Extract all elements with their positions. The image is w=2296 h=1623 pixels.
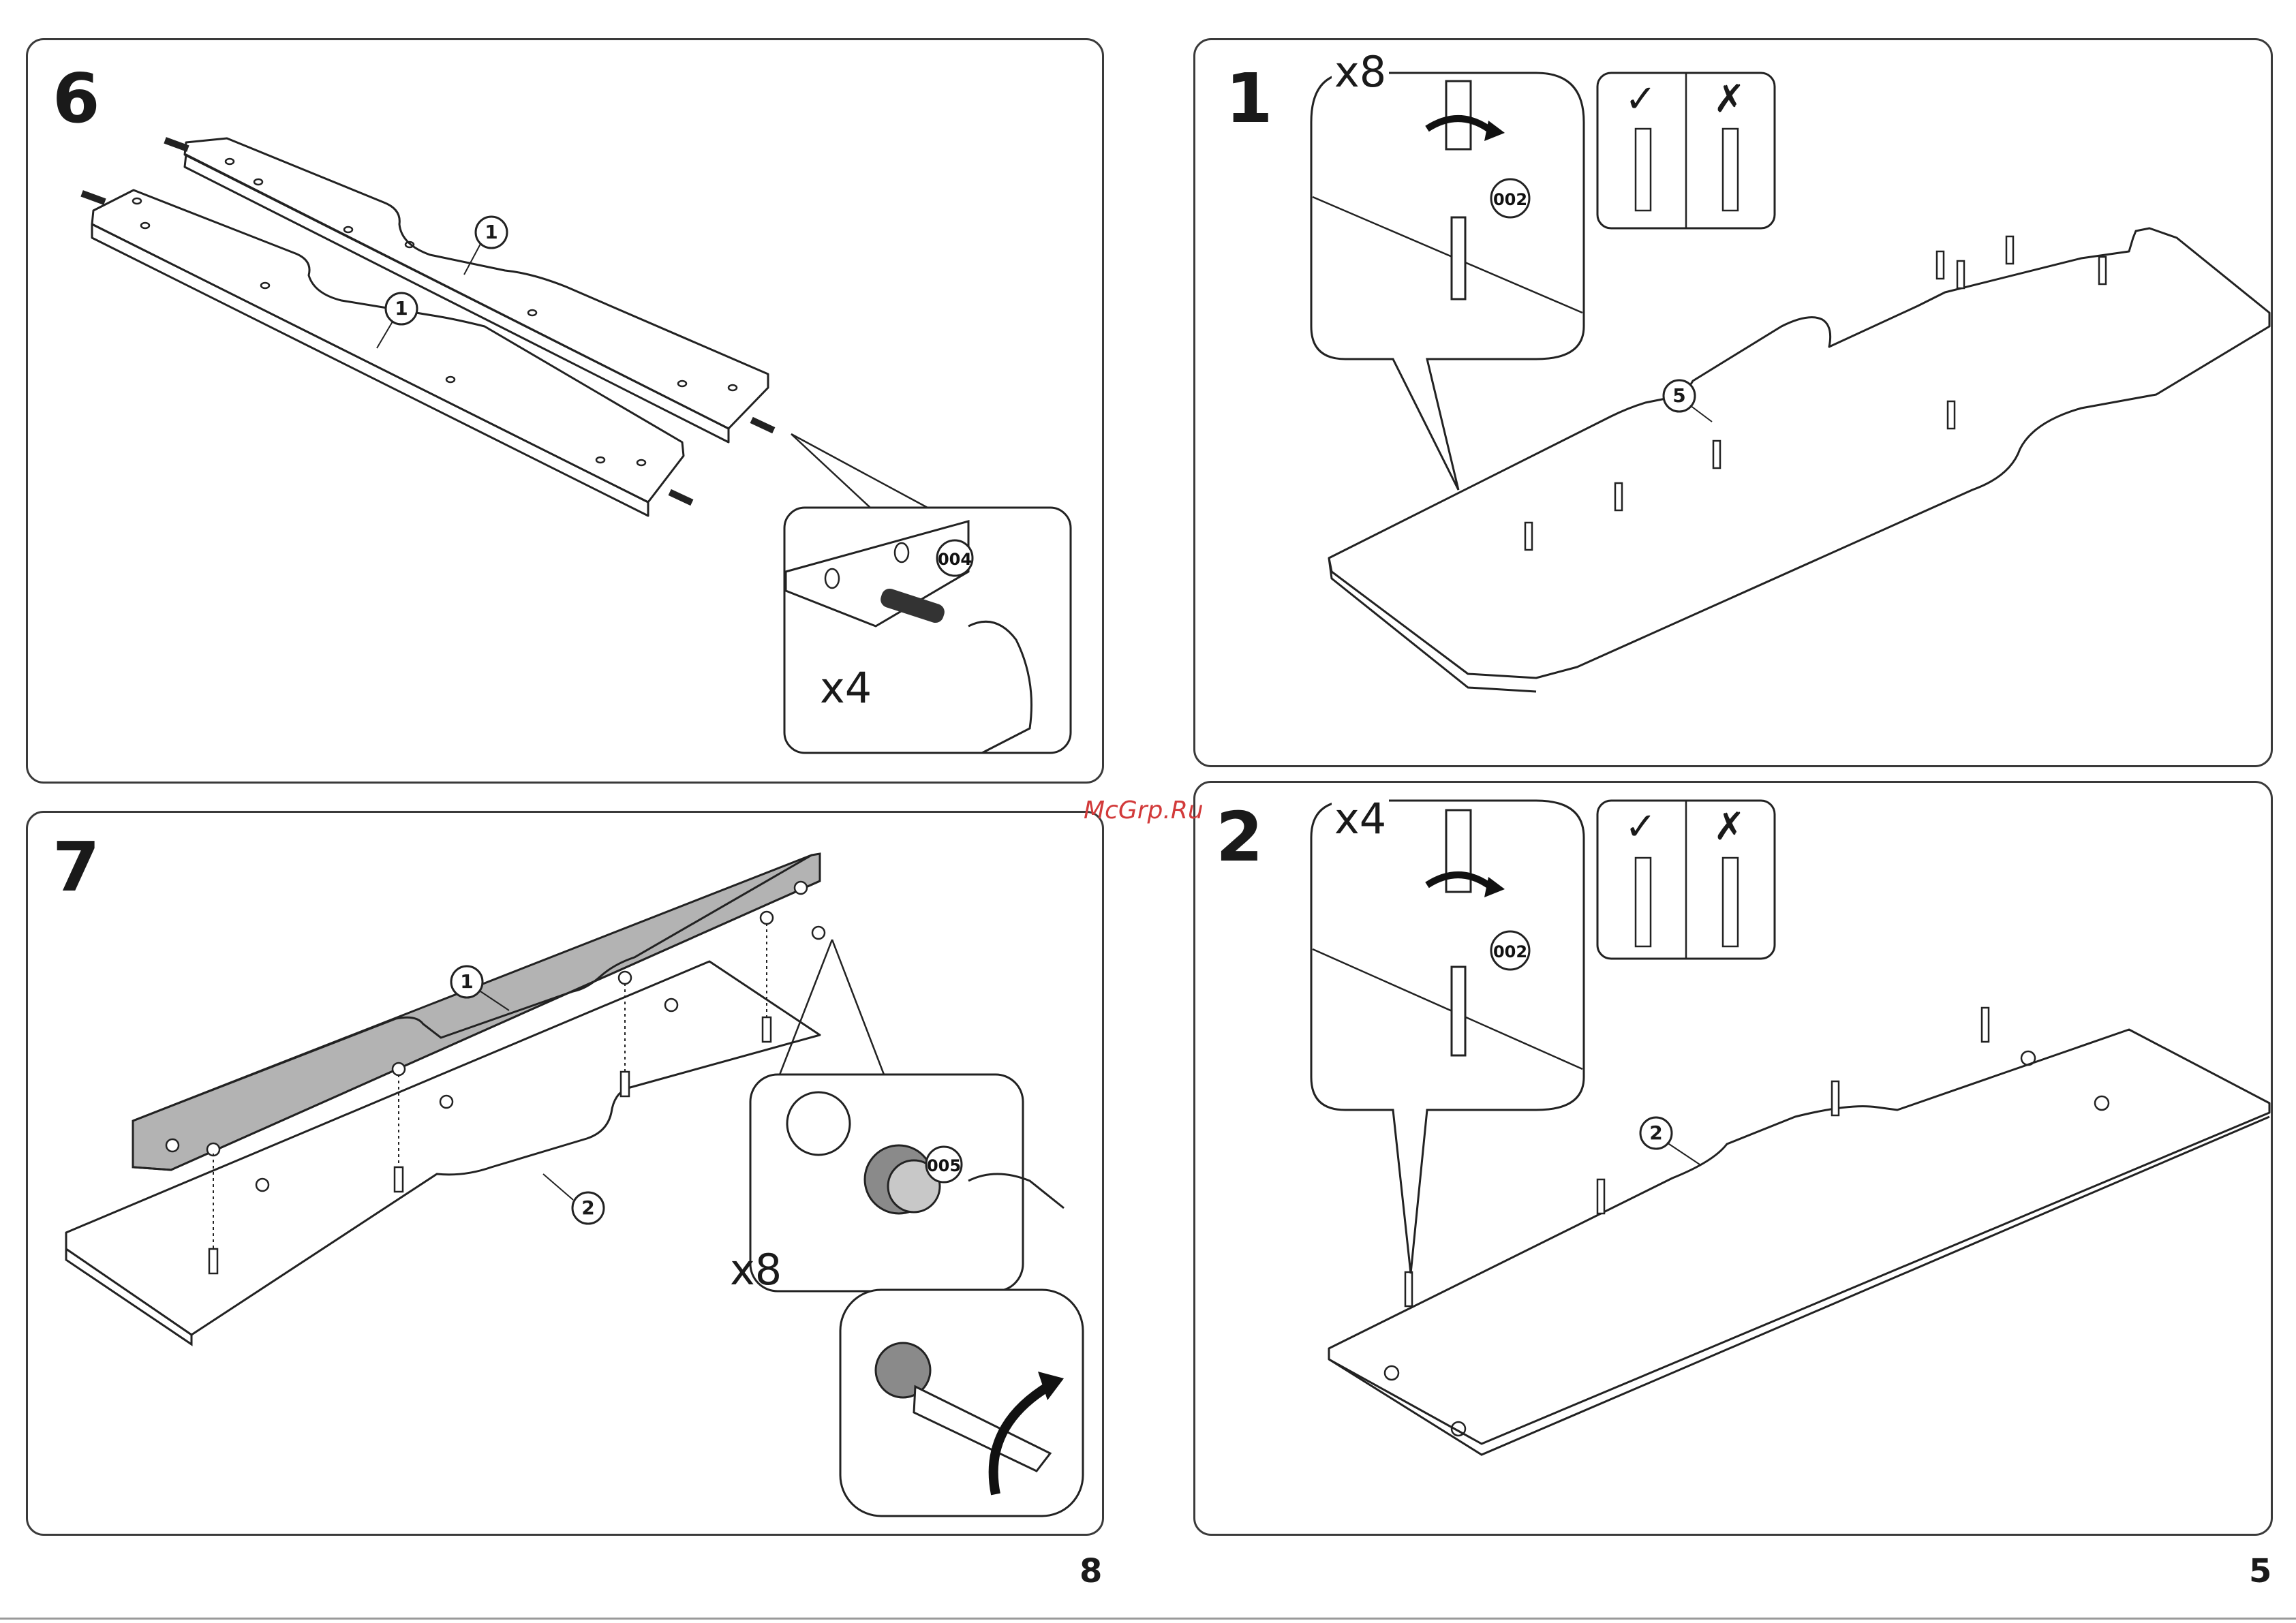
step-6-number: 6: [52, 65, 100, 133]
label-1a-text: 1: [483, 221, 500, 243]
correct-mark-1: ✓: [1625, 77, 1657, 121]
panel-5-label: 5: [1671, 384, 1687, 407]
svg-text:005: 005: [927, 1156, 961, 1175]
rail-upper: [185, 138, 768, 429]
step-2-number: 2: [1216, 803, 1264, 871]
step-7-illustration: 005: [28, 813, 1102, 1534]
step-2-quantity: x4: [1332, 798, 1389, 840]
wrong-mark-1: ✗: [1713, 77, 1745, 121]
step-7-number: 7: [52, 833, 100, 901]
svg-text:002: 002: [1493, 190, 1527, 209]
footer-rule: [0, 1618, 2296, 1620]
svg-text:004: 004: [938, 550, 972, 569]
step-6-quantity: x4: [820, 667, 872, 709]
step-6-illustration: 004: [28, 40, 1102, 782]
panel-2-label: 2: [1648, 1122, 1664, 1144]
step-1-number: 1: [1225, 65, 1273, 133]
label-1-text: 1: [459, 970, 475, 993]
correct-mark-2: ✓: [1625, 805, 1657, 849]
step-1-illustration: 002: [1195, 40, 2271, 765]
step-1-panel: 002 1 x8 5 ✓ ✗: [1193, 38, 2273, 767]
step-7-panel: 005 7 1 2 x8: [26, 811, 1104, 1536]
step-1-quantity: x8: [1332, 51, 1389, 93]
step-6-panel: 004 6 1 1 x4: [26, 38, 1104, 784]
wrong-mark-2: ✗: [1713, 805, 1745, 849]
step-7-quantity: x8: [730, 1249, 782, 1291]
detail-inset-7b: [840, 1290, 1083, 1516]
step-2-panel: 002 2 x4 2 ✓ ✗: [1193, 781, 2273, 1536]
page-number-left: 8: [1080, 1555, 1102, 1588]
step-2-illustration: 002: [1195, 783, 2271, 1534]
rail-lower: [92, 190, 684, 502]
svg-text:002: 002: [1493, 942, 1527, 961]
page-number-right: 5: [2249, 1555, 2271, 1588]
label-2-text: 2: [580, 1196, 596, 1219]
label-1b-text: 1: [393, 297, 410, 320]
watermark: McGrp.Ru: [1084, 799, 1204, 823]
